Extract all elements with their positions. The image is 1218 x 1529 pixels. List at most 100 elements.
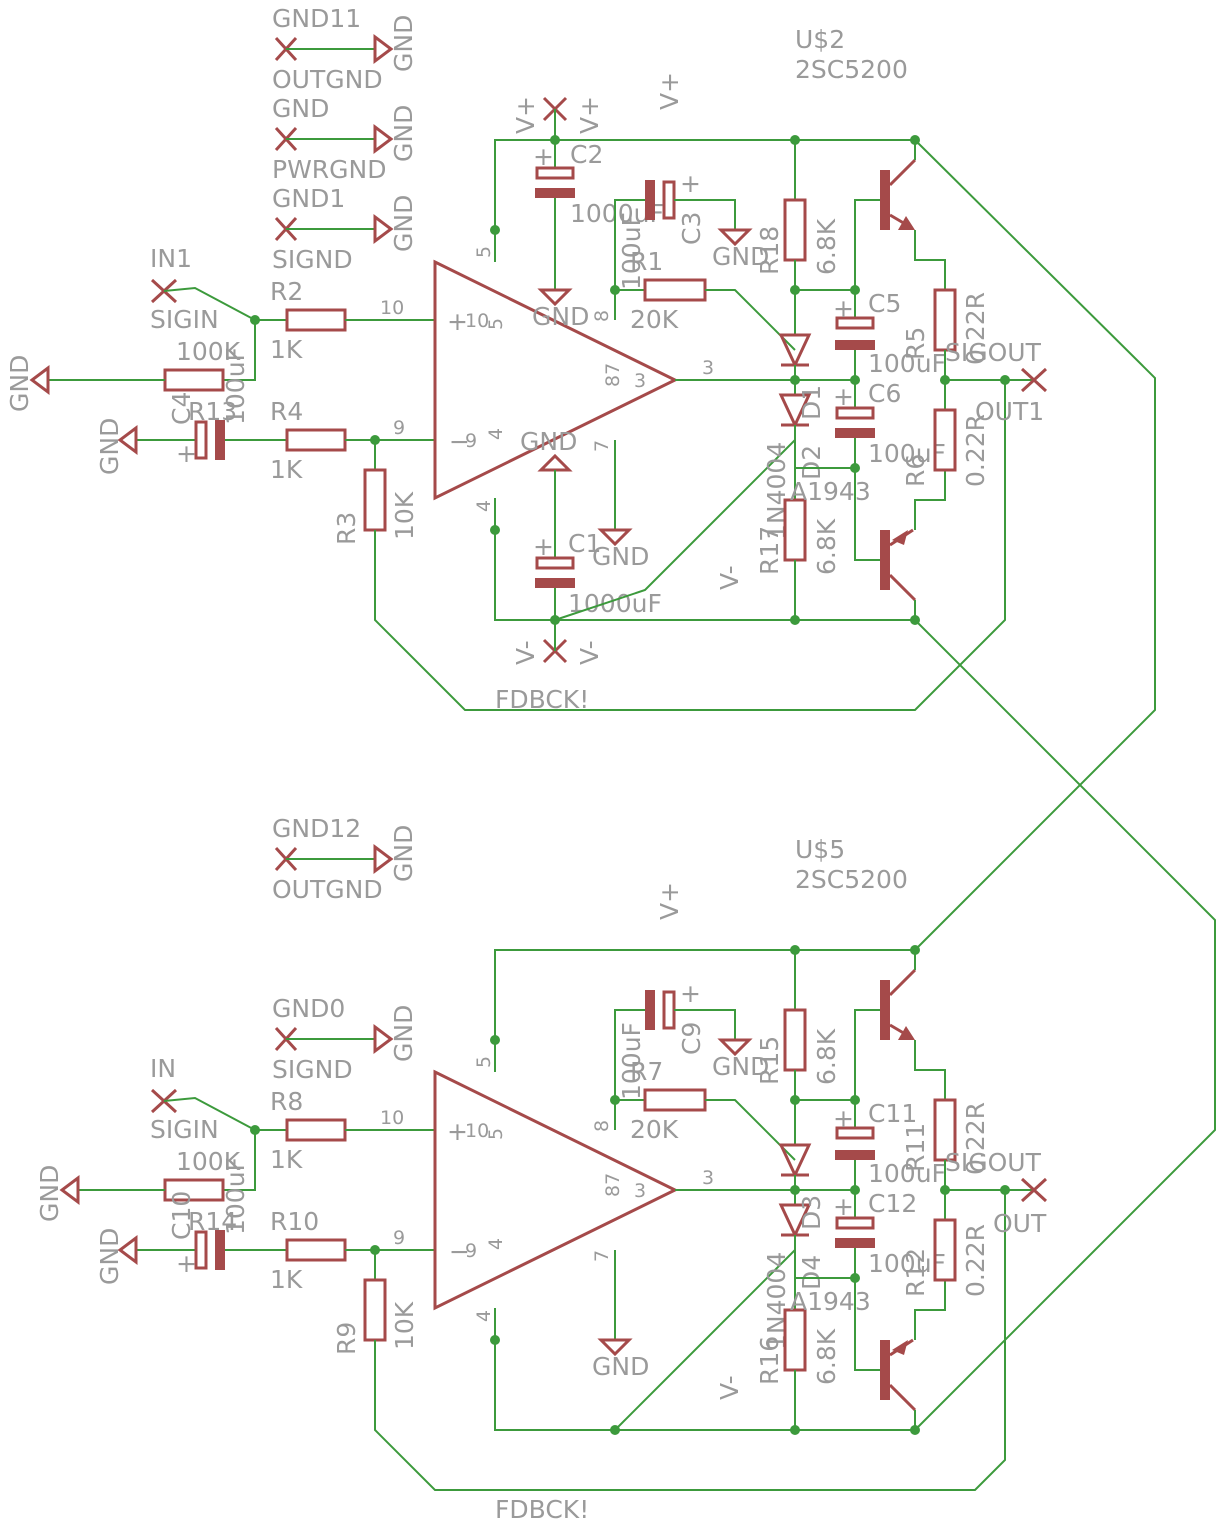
svg-text:U$5: U$5 — [795, 835, 845, 864]
supply-rails: V+ V- — [494, 882, 915, 1431]
resistor-r6 — [933, 408, 957, 472]
svg-text:6.8K: 6.8K — [812, 1028, 841, 1085]
svg-text:+: + — [447, 307, 468, 336]
svg-text:+: + — [833, 1104, 854, 1133]
ground-symbol-net: OUTGND — [272, 65, 383, 94]
svg-text:4: 4 — [473, 500, 495, 512]
r13-value: 100K — [176, 337, 241, 366]
svg-text:GND: GND — [35, 1165, 64, 1222]
input-section: IN1 SIGIN R2 1K GND 100K R13 GND + C4 10… — [5, 244, 1006, 714]
ground-symbol-gnd: GND — [389, 195, 418, 252]
ground-arrow — [117, 425, 138, 455]
capacitor-c3: + C3 100uF GND — [614, 169, 769, 290]
svg-text:+: + — [680, 169, 701, 198]
svg-text:OUT1: OUT1 — [975, 397, 1044, 426]
supply-rails: V+ V+ V+ V- V- V- — [494, 72, 915, 665]
svg-text:R8: R8 — [270, 1087, 303, 1116]
svg-text:6.8K: 6.8K — [812, 218, 841, 275]
ground-symbol-gnd0: GND0 SIGND GND — [272, 994, 418, 1084]
svg-text:GND: GND — [95, 1228, 124, 1285]
svg-text:OUTGND: OUTGND — [272, 875, 383, 904]
svg-text:GND: GND — [592, 542, 649, 571]
r3-label: R3 — [332, 512, 361, 545]
svg-text:D2: D2 — [797, 445, 826, 480]
resistor-r8 — [285, 1118, 347, 1142]
svg-text:0.22R: 0.22R — [961, 414, 990, 487]
svg-text:20K: 20K — [630, 1115, 679, 1144]
svg-text:C6: C6 — [868, 379, 901, 408]
svg-text:9: 9 — [465, 1240, 477, 1262]
ground-symbol-net: SIGND — [272, 245, 353, 274]
svg-text:SIGIN: SIGIN — [150, 1115, 219, 1144]
c4-value: 100uF — [221, 347, 250, 425]
transistor-npn: U$2 2SC5200 — [795, 25, 946, 290]
svg-text:100uF: 100uF — [868, 439, 946, 468]
ground-symbol-name: GND — [272, 94, 329, 123]
input-section: IN SIGIN R8 1K GND 100K R14 GND + C10 10… — [35, 1054, 1006, 1524]
ground-symbol-net: PWRGND — [272, 155, 387, 184]
svg-text:R12: R12 — [901, 1248, 930, 1297]
svg-text:C10: C10 — [167, 1191, 196, 1240]
r2-value: 1K — [270, 335, 303, 364]
svg-text:D3: D3 — [797, 1195, 826, 1230]
svg-text:87: 87 — [602, 1173, 624, 1197]
transistor-npn: U$5 2SC5200 — [795, 835, 946, 1100]
output-stage: R5 0.22R R6 0.22R SIGOUT OUT1 — [901, 288, 1048, 487]
svg-text:R5: R5 — [901, 327, 930, 360]
svg-text:+: + — [680, 979, 701, 1008]
svg-text:−: − — [449, 427, 470, 456]
svg-text:D4: D4 — [797, 1255, 826, 1290]
resistor-r2 — [285, 308, 347, 332]
transistor-pnp: A1943 — [790, 468, 946, 620]
svg-text:−: − — [449, 1237, 470, 1266]
svg-text:GND: GND — [520, 427, 577, 456]
svg-text:C3: C3 — [677, 212, 706, 245]
svg-text:3: 3 — [702, 1167, 714, 1189]
svg-text:9: 9 — [393, 417, 405, 439]
svg-text:R7: R7 — [630, 1057, 663, 1086]
svg-text:4: 4 — [485, 428, 507, 440]
svg-text:100uF: 100uF — [221, 1157, 250, 1235]
svg-text:C1: C1 — [568, 529, 601, 558]
rail-link-negative — [914, 619, 1216, 1431]
svg-text:R11: R11 — [901, 1123, 930, 1172]
svg-text:100uF: 100uF — [617, 212, 646, 290]
svg-text:8: 8 — [591, 1120, 613, 1132]
resistor-r1: R1 20K — [615, 247, 796, 351]
svg-text:D1: D1 — [797, 385, 826, 420]
svg-text:3: 3 — [634, 1180, 646, 1202]
capacitor-c4 — [194, 420, 208, 460]
svg-text:GND: GND — [532, 302, 589, 331]
svg-text:+: + — [833, 1192, 854, 1221]
svg-text:R16: R16 — [755, 1336, 784, 1385]
svg-text:GND12: GND12 — [272, 814, 361, 843]
svg-text:1K: 1K — [270, 1145, 303, 1174]
svg-text:0.22R: 0.22R — [961, 1102, 990, 1175]
resistor-r15 — [783, 1008, 807, 1072]
ground-symbol-gnd11: GND11 OUTGND GND — [272, 4, 418, 94]
svg-text:V-: V- — [715, 565, 744, 590]
svg-text:5: 5 — [473, 1056, 495, 1068]
ground-arrow — [29, 365, 50, 395]
svg-text:GND: GND — [389, 1005, 418, 1062]
svg-text:+: + — [833, 382, 854, 411]
svg-text:C2: C2 — [570, 140, 603, 169]
svg-text:C12: C12 — [868, 1189, 917, 1218]
resistor-r10 — [285, 1238, 347, 1262]
r2-label: R2 — [270, 277, 303, 306]
output-stage: R11 0.22R R12 0.22R SIGOUT OUT — [901, 1098, 1048, 1297]
svg-text:10K: 10K — [390, 1301, 419, 1350]
svg-text:C11: C11 — [868, 1099, 917, 1128]
svg-text:FDBCK!: FDBCK! — [495, 1495, 589, 1524]
ground-symbol-name: GND11 — [272, 4, 361, 33]
bias-network: R15 6.8K D3 1N4004 D4 R16 6.8K — [755, 950, 841, 1430]
svg-text:6.8K: 6.8K — [812, 518, 841, 575]
capacitor-c12: + C12 100uF — [795, 1189, 946, 1279]
svg-text:10: 10 — [465, 1120, 489, 1142]
transistor-pnp: A1943 — [790, 1278, 946, 1430]
r4-label: R4 — [270, 397, 303, 426]
capacitor-c10 — [194, 1230, 208, 1270]
svg-text:4: 4 — [485, 1238, 507, 1250]
svg-text:GND: GND — [712, 1052, 769, 1081]
ground-symbol-gnd12: GND12 OUTGND GND — [272, 814, 418, 904]
